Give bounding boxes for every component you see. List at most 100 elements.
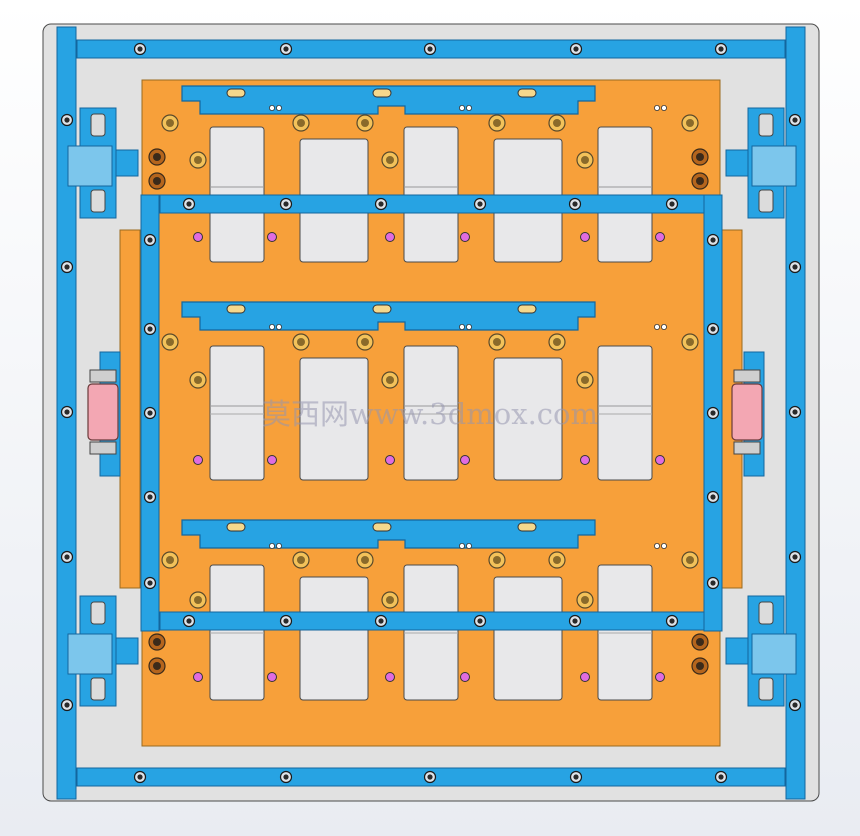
pocket — [299, 576, 369, 701]
slot-icon — [517, 522, 537, 532]
pink-pin-icon — [655, 232, 665, 242]
clamp-layer — [67, 107, 797, 707]
small-hole — [465, 323, 472, 330]
small-parts-layer — [148, 85, 709, 682]
clamp-icon — [67, 633, 113, 675]
bolt-center — [792, 554, 798, 560]
pin-center — [686, 338, 694, 346]
cylinder-icon — [87, 383, 119, 441]
cylinder-icon — [731, 383, 763, 441]
pink-pin-icon — [580, 232, 590, 242]
pin-center — [166, 556, 174, 564]
pin-center — [581, 376, 589, 384]
clamp-arm — [725, 637, 749, 665]
bolt-center — [669, 618, 675, 624]
clamp-arm — [725, 149, 749, 177]
bolt-center — [573, 774, 579, 780]
small-hole — [465, 105, 472, 112]
bolt-center — [477, 618, 483, 624]
slot-icon — [517, 88, 537, 98]
pin-center — [686, 119, 694, 127]
small-hole — [268, 105, 275, 112]
bolt-center — [64, 554, 70, 560]
bolt-center — [427, 46, 433, 52]
pink-pin-icon — [385, 672, 395, 682]
small-hole — [275, 105, 282, 112]
cylinder-cap — [89, 369, 117, 383]
watermark-layer: 莫西网www.3dmox.com — [262, 397, 598, 431]
cylinder-cap — [733, 441, 761, 455]
small-hole — [268, 323, 275, 330]
pin-center — [553, 338, 561, 346]
bolt-center — [64, 264, 70, 270]
pin-center — [386, 596, 394, 604]
pin-center — [493, 119, 501, 127]
small-hole — [458, 323, 465, 330]
bolt-center — [137, 774, 143, 780]
pin-center — [194, 156, 202, 164]
bolt-center — [710, 237, 716, 243]
bracket-bar — [181, 85, 596, 115]
pocket — [597, 345, 653, 481]
pink-pin-icon — [193, 672, 203, 682]
bolt-center — [718, 774, 724, 780]
clamp-screw — [758, 113, 774, 137]
pink-pin-icon — [385, 232, 395, 242]
pin-center — [194, 596, 202, 604]
bolt-center — [427, 774, 433, 780]
pocket — [403, 345, 459, 481]
pin-center — [297, 556, 305, 564]
pink-pin-icon — [460, 232, 470, 242]
bolt-center — [147, 494, 153, 500]
small-hole — [661, 543, 668, 550]
bolt-center — [710, 580, 716, 586]
cylinder-cap — [89, 441, 117, 455]
watermark: 莫西网www.3dmox.com — [262, 397, 598, 431]
clamp-screw — [758, 189, 774, 213]
bolt-center — [186, 201, 192, 207]
pink-pin-icon — [193, 455, 203, 465]
pin-center — [686, 556, 694, 564]
bolt-center — [147, 410, 153, 416]
inner-rail-top — [159, 194, 705, 214]
pink-pin-icon — [385, 455, 395, 465]
bolt-center — [378, 201, 384, 207]
bushing-center — [696, 177, 704, 185]
slot-icon — [372, 88, 392, 98]
bolt-center — [283, 618, 289, 624]
bushing-center — [696, 153, 704, 161]
pin-center — [361, 338, 369, 346]
pin-center — [553, 119, 561, 127]
pink-pin-icon — [267, 672, 277, 682]
slot-icon — [226, 88, 246, 98]
bolt-center — [572, 201, 578, 207]
small-hole — [654, 105, 661, 112]
bushing-center — [696, 662, 704, 670]
small-hole — [458, 543, 465, 550]
pin-center — [581, 596, 589, 604]
bolt-center — [147, 326, 153, 332]
clamp-screw — [90, 601, 106, 625]
blue-rail-layer — [56, 26, 806, 800]
bushing-center — [153, 177, 161, 185]
small-hole — [458, 105, 465, 112]
pin-center — [553, 556, 561, 564]
bolt-center — [718, 46, 724, 52]
bolt-center — [64, 702, 70, 708]
pink-pin-icon — [267, 232, 277, 242]
clamp-arm — [115, 149, 139, 177]
bolt-center — [792, 409, 798, 415]
bolt-center — [710, 410, 716, 416]
bushing-center — [153, 153, 161, 161]
small-hole — [275, 323, 282, 330]
pin-center — [581, 156, 589, 164]
pin-center — [297, 338, 305, 346]
pink-pin-icon — [460, 672, 470, 682]
bolt-center — [710, 494, 716, 500]
slot-icon — [226, 304, 246, 314]
bolt-center — [378, 618, 384, 624]
bolt-center — [64, 117, 70, 123]
inner-rail-bottom — [159, 611, 705, 631]
